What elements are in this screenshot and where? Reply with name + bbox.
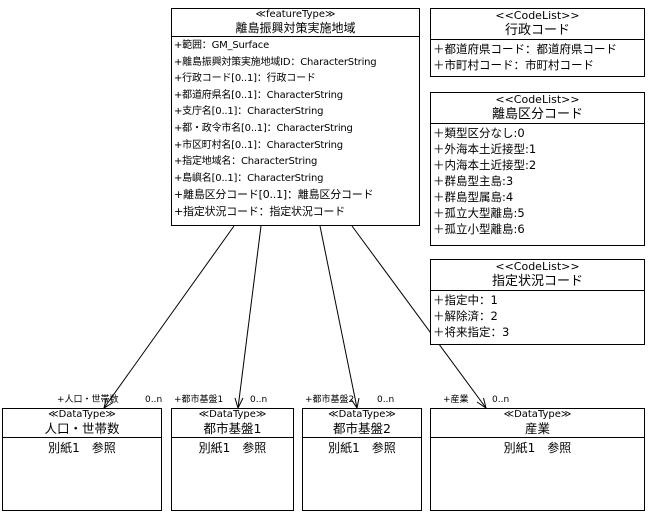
datatype-name: 都市基盤1 bbox=[203, 421, 262, 436]
feature-attribute: +離島振興対策実施地域ID：CharacterString bbox=[174, 56, 377, 68]
codelist-item: ＋類型区分なし:0 bbox=[433, 126, 525, 140]
codelist-rito-kubun-box: <<CodeList>> 離島区分コード ＋類型区分なし:0 ＋外海本土近接型:… bbox=[430, 92, 645, 246]
feature-attribute: +離島区分コード[0..1]：離島区分コード bbox=[174, 188, 374, 202]
datatype-note: 別紙1 参照 bbox=[328, 441, 396, 455]
feature-class-name: 離島振興対策実施地域 bbox=[235, 21, 356, 35]
datatype-urban1-box: ≪DataType≫ 都市基盤1 別紙1 参照 bbox=[171, 408, 294, 511]
codelist-gyosei-box: <<CodeList>> 行政コード ＋都道府県コード：都道府県コード ＋市町村… bbox=[430, 8, 645, 77]
role-label-urban1: +都市基盤1 bbox=[174, 395, 224, 405]
datatype-stereotype: ≪DataType≫ bbox=[198, 409, 267, 420]
codelist-item-list: ＋都道府県コード：都道府県コード ＋市町村コード：市町村コード bbox=[431, 40, 644, 73]
codelist-item: ＋都道府県コード：都道府県コード bbox=[433, 42, 617, 56]
codelist-name: 指定状況コード bbox=[491, 274, 583, 289]
datatype-note: 別紙1 参照 bbox=[48, 441, 116, 455]
assoc-line-urban1 bbox=[237, 225, 262, 409]
multiplicity-label-industry: 0..n bbox=[492, 395, 510, 405]
datatype-name: 都市基盤2 bbox=[333, 421, 391, 436]
datatype-header: ≪DataType≫ 都市基盤2 bbox=[303, 409, 421, 438]
feature-attribute: +指定地域名：CharacterString bbox=[174, 156, 318, 168]
feature-class-box: ≪featureType≫ 離島振興対策実施地域 +範囲：GM_Surface … bbox=[171, 8, 420, 226]
codelist-item: ＋指定中：1 bbox=[433, 293, 498, 307]
codelist-item: ＋孤立大型離島:5 bbox=[433, 206, 525, 220]
codelist-name: 離島区分コード bbox=[491, 107, 583, 122]
assoc-line-population bbox=[103, 225, 235, 409]
datatype-stereotype: ≪DataType≫ bbox=[48, 409, 116, 420]
codelist-item: ＋将来指定：3 bbox=[433, 325, 510, 339]
codelist-stereotype: <<CodeList>> bbox=[495, 93, 580, 106]
codelist-item: ＋外海本土近接型:1 bbox=[433, 142, 537, 156]
datatype-stereotype: ≪DataType≫ bbox=[503, 409, 572, 420]
role-label-population: +人口・世帯数 bbox=[57, 395, 119, 405]
codelist-stereotype: <<CodeList>> bbox=[495, 9, 580, 22]
feature-attribute: +都・政令市名[0..1]：CharacterString bbox=[174, 122, 353, 134]
datatype-urban2-box: ≪DataType≫ 都市基盤2 別紙1 参照 bbox=[302, 408, 422, 511]
feature-class-header: ≪featureType≫ 離島振興対策実施地域 bbox=[172, 9, 419, 37]
datatype-stereotype: ≪DataType≫ bbox=[328, 409, 396, 420]
codelist-shitei-jokyo-box: <<CodeList>> 指定状況コード ＋指定中：1 ＋解除済：2 ＋将来指定… bbox=[430, 259, 645, 345]
codelist-item-list: ＋類型区分なし:0 ＋外海本土近接型:1 ＋内海本土近接型:2 ＋群島型主島:3… bbox=[431, 124, 644, 237]
codelist-item: ＋群島型主島:3 bbox=[433, 174, 514, 188]
datatype-note: 別紙1 参照 bbox=[198, 441, 267, 455]
feature-attribute: +市区町村名[0..1]：CharacterString bbox=[174, 139, 343, 151]
feature-attribute: +都道府県名[0..1]：CharacterString bbox=[174, 89, 343, 101]
datatype-industry-box: ≪DataType≫ 産業 別紙1 参照 bbox=[430, 408, 645, 511]
multiplicity-label-population: 0..n bbox=[145, 395, 163, 405]
codelist-header: <<CodeList>> 指定状況コード bbox=[431, 260, 644, 291]
feature-attribute: +島嶼名[0..1]：CharacterString bbox=[174, 172, 324, 184]
datatype-name: 産業 bbox=[524, 421, 550, 436]
codelist-item: ＋孤立小型離島:6 bbox=[433, 222, 525, 236]
feature-attribute: +支庁名[0..1]：CharacterString bbox=[174, 106, 324, 118]
feature-attribute: +行政コード[0..1]：行政コード bbox=[174, 73, 316, 85]
datatype-name: 人口・世帯数 bbox=[44, 421, 120, 436]
role-label-industry: +産業 bbox=[443, 395, 469, 405]
feature-attribute: +指定状況コード：指定状況コード bbox=[174, 204, 346, 218]
feature-attribute: +範囲：GM_Surface bbox=[174, 40, 270, 51]
arrowhead-industry bbox=[476, 397, 487, 410]
multiplicity-label-urban2: 0..n bbox=[377, 395, 395, 405]
feature-attribute-list: +範囲：GM_Surface +離島振興対策実施地域ID：CharacterSt… bbox=[172, 37, 419, 221]
assoc-line-urban2 bbox=[319, 225, 358, 409]
codelist-item: ＋市町村コード：市町村コード bbox=[433, 58, 594, 72]
codelist-stereotype: <<CodeList>> bbox=[495, 260, 580, 273]
datatype-note: 別紙1 参照 bbox=[503, 441, 572, 455]
codelist-header: <<CodeList>> 行政コード bbox=[431, 9, 644, 40]
assoc-line-industry bbox=[351, 225, 487, 409]
role-label-urban2: +都市基盤2 bbox=[305, 395, 355, 405]
codelist-item: ＋群島型属島:4 bbox=[433, 190, 514, 204]
codelist-item-list: ＋指定中：1 ＋解除済：2 ＋将来指定：3 bbox=[431, 291, 644, 340]
datatype-population-box: ≪DataType≫ 人口・世帯数 別紙1 参照 bbox=[2, 408, 162, 511]
codelist-name: 行政コード bbox=[504, 23, 570, 38]
datatype-header: ≪DataType≫ 人口・世帯数 bbox=[3, 409, 161, 438]
codelist-item: ＋解除済：2 bbox=[433, 309, 498, 323]
datatype-header: ≪DataType≫ 都市基盤1 bbox=[172, 409, 293, 438]
datatype-header: ≪DataType≫ 産業 bbox=[431, 409, 644, 438]
multiplicity-label-urban1: 0..n bbox=[250, 395, 268, 405]
codelist-header: <<CodeList>> 離島区分コード bbox=[431, 93, 644, 124]
codelist-item: ＋内海本土近接型:2 bbox=[433, 158, 537, 172]
feature-stereotype: ≪featureType≫ bbox=[255, 9, 336, 20]
